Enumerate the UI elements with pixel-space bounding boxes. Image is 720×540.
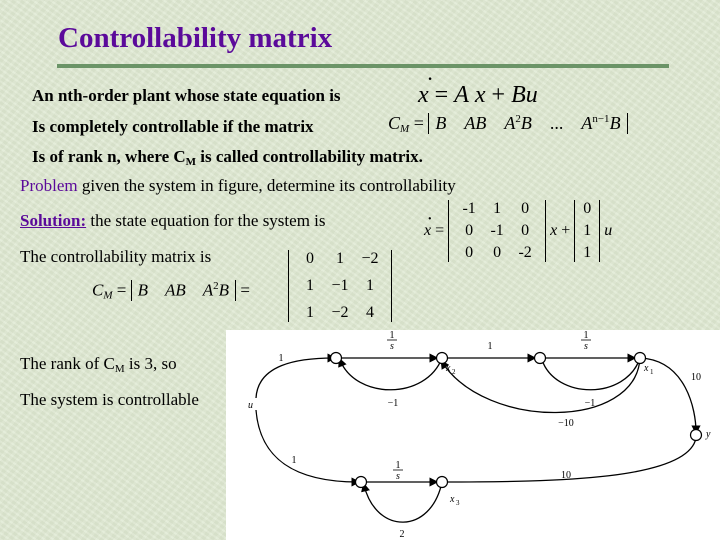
cm-definition: CM = B AB A2B ... An−1B <box>388 113 628 135</box>
input-vector-cell: 0 <box>583 200 592 217</box>
system-matrix-cell: 0 <box>521 222 530 239</box>
title-underline <box>57 64 669 68</box>
system-matrix-cell: -2 <box>518 244 532 261</box>
problem-label: Problem <box>20 176 78 195</box>
cm-matrix-cell: 4 <box>366 304 374 321</box>
bullet-controllable: Is completely controllable if the matrix <box>32 117 314 136</box>
branch-x3-to-y <box>441 437 697 483</box>
signal-flow-graph: 1 s 1 1 s 1 −1 −1 −10 10 10 1 1 s 2 u y … <box>226 330 720 540</box>
node-x1 <box>633 351 647 365</box>
label-1-over-s-top-num: 1 <box>390 330 395 341</box>
slide-title: Controllability matrix <box>58 22 333 54</box>
loop-two <box>361 481 443 523</box>
label-1-over-s-low-den: s <box>396 471 400 482</box>
bullet-plant: An nth-order plant whose state equation … <box>32 86 341 105</box>
input-vector-cell: 1 <box>583 222 592 239</box>
label-ten-b: 10 <box>561 470 571 481</box>
dot-mark: · <box>427 66 433 91</box>
cm-result: 0 1 −2 1 −1 1 1 −2 4 <box>288 250 392 322</box>
cm-matrix-cell: 0 <box>306 250 314 267</box>
branch-u-to-n5 <box>255 409 361 487</box>
cm-matrix: 0 1 −2 1 −1 1 1 −2 4 <box>288 250 392 322</box>
label-x2: x <box>445 363 451 374</box>
system-matrix-cell: -1 <box>490 222 504 239</box>
system-matrix-cell: -1 <box>462 200 476 217</box>
label-u: u <box>248 400 253 411</box>
loop-minus1-b <box>541 357 641 391</box>
node-x3 <box>435 475 449 489</box>
cm-matrix-cell: 1 <box>336 250 344 267</box>
cm-equation-matrix: B AB A2B <box>130 280 237 301</box>
system-matrix-cell: 1 <box>493 200 502 217</box>
problem-line: Problem given the system in figure, dete… <box>20 176 456 195</box>
system-matrix-cell: 0 <box>465 244 474 261</box>
system-matrix-cell: 0 <box>521 200 530 217</box>
svg-text:2: 2 <box>452 368 456 376</box>
node-x2 <box>435 351 449 365</box>
cm-matrix-cell: −2 <box>331 304 349 321</box>
state-equation: · x = A x + Bu <box>418 66 538 108</box>
node-3 <box>533 351 547 365</box>
node-y <box>689 428 703 442</box>
label-gain-1-mid: 1 <box>488 341 493 352</box>
loop-minus1-a <box>338 357 443 391</box>
svg-text:1: 1 <box>650 368 654 376</box>
label-x1: x <box>643 363 649 374</box>
label-1-over-s-top-den: s <box>390 341 394 352</box>
label-ten-a: 10 <box>691 372 701 383</box>
branch-u-to-n1 <box>255 353 337 399</box>
label-x3: x <box>449 494 455 505</box>
solution-line: Solution: the state equation for the sys… <box>20 211 326 230</box>
cm-definition-matrix: B AB A2B ... An−1B <box>428 113 628 134</box>
cm-matrix-cell: 1 <box>366 277 374 294</box>
cm-matrix-cell: 1 <box>306 277 314 294</box>
x-dot-var: · x <box>418 66 433 108</box>
cm-equation: CM = B AB A2B = <box>92 280 250 302</box>
controllability-intro: The controllability matrix is <box>20 247 212 266</box>
label-minus10: −10 <box>558 418 574 429</box>
x-dot-var-2: · x <box>424 208 432 239</box>
node-1 <box>329 351 343 365</box>
cm-matrix-cell: 1 <box>306 304 314 321</box>
cm-matrix-cell: −1 <box>331 277 349 294</box>
svg-text:3: 3 <box>456 499 460 507</box>
label-minus1-a: −1 <box>388 398 399 409</box>
branch-x1-to-y <box>639 357 701 435</box>
rank-line: The rank of CM is 3, so <box>20 354 177 375</box>
label-minus1-b: −1 <box>585 398 596 409</box>
label-gain-1-in: 1 <box>279 353 284 364</box>
input-vector-B: 0 1 1 <box>574 200 601 262</box>
label-1-over-s-right-num: 1 <box>584 330 589 341</box>
label-gain-1-low: 1 <box>292 455 297 466</box>
label-y: y <box>705 429 711 440</box>
system-matrix-cell: 0 <box>493 244 502 261</box>
dot-mark-2: · <box>427 208 432 230</box>
node-5 <box>354 475 368 489</box>
conclusion-line: The system is controllable <box>20 390 199 409</box>
bullet-rank: Is of rank n, where CM is called control… <box>32 147 423 168</box>
signal-flow-svg: 1 s 1 1 s 1 −1 −1 −10 10 10 1 1 s 2 u y … <box>248 330 711 540</box>
label-1-over-s-right-den: s <box>584 341 588 352</box>
cm-matrix-cell: −2 <box>361 250 379 267</box>
label-two: 2 <box>400 529 405 540</box>
solution-label: Solution: <box>20 211 87 230</box>
label-1-over-s-low-num: 1 <box>396 460 401 471</box>
loop-minus10 <box>440 357 641 414</box>
system-matrix-A: -1 1 0 0 -1 0 0 0 -2 <box>448 200 547 262</box>
input-vector-cell: 1 <box>583 244 592 261</box>
system-matrix-cell: 0 <box>465 222 474 239</box>
